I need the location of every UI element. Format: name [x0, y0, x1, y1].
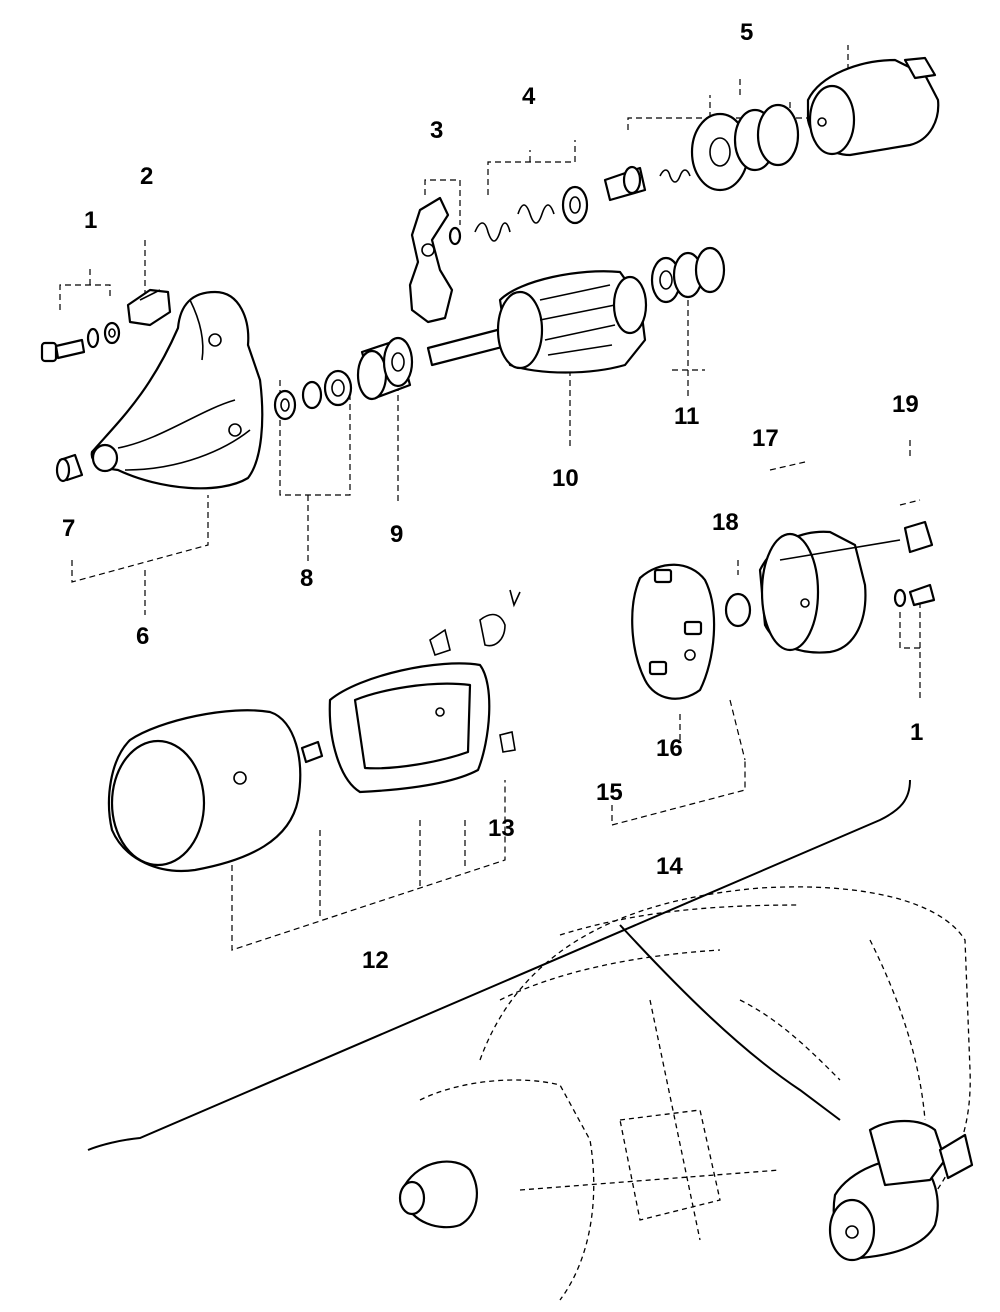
callout-5: 5	[740, 19, 753, 46]
part-drive-end-housing-6	[90, 290, 264, 490]
part-springs-4	[474, 185, 589, 242]
callout-2: 2	[140, 163, 153, 190]
callout-9: 9	[390, 521, 403, 548]
boundary-curve	[87, 779, 911, 1151]
part-clamp-2	[126, 288, 172, 327]
callout-1: 1	[84, 207, 97, 234]
part-fork-lever-3	[408, 196, 462, 324]
part-plunger-5	[603, 103, 800, 202]
part-end-cover-17	[758, 520, 934, 654]
callout-16: 16	[656, 735, 683, 762]
part-yoke-12	[107, 709, 324, 872]
callout-12: 12	[362, 947, 389, 974]
part-bolt-1	[40, 321, 121, 363]
callout-13: 13	[488, 815, 515, 842]
part-armature-10	[426, 270, 648, 374]
engine-block-sketch	[398, 886, 974, 1301]
callout-3: 3	[430, 117, 443, 144]
part-bearings-8	[273, 369, 353, 421]
callout-10: 10	[552, 465, 579, 492]
callout-19: 19	[892, 391, 919, 418]
part-field-coil-13	[328, 589, 521, 794]
callout-labels: 1 2 3 4 5 6 7 8 9 10 11 12 13 14 15 16 1…	[62, 19, 923, 974]
part-washers-11	[650, 246, 726, 304]
callout-18: 18	[712, 509, 739, 536]
part-solenoid-5	[806, 56, 940, 157]
callout-8: 8	[300, 565, 313, 592]
callout-14: 14	[656, 853, 683, 880]
callout-7: 7	[62, 515, 75, 542]
callout-11: 11	[674, 403, 699, 430]
leader-lines	[59, 45, 921, 951]
callout-4: 4	[522, 83, 536, 110]
part-pinion-9	[356, 336, 414, 401]
callout-6: 6	[136, 623, 149, 650]
callout-17: 17	[752, 425, 779, 452]
part-bushing-7	[55, 453, 84, 483]
part-screw-1-right	[893, 583, 936, 608]
callout-1-right: 1	[910, 719, 923, 746]
part-bush-18	[724, 592, 752, 628]
part-brush-holder-16	[631, 563, 716, 700]
callout-15: 15	[596, 779, 623, 806]
